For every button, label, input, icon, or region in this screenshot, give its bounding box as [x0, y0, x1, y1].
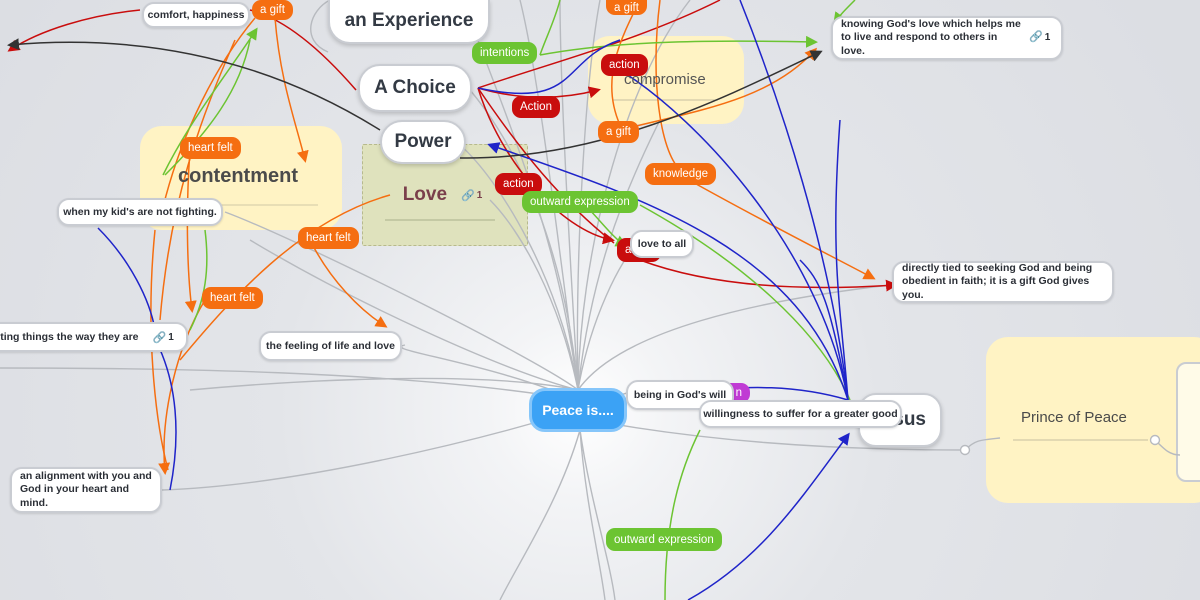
card-alignment[interactable]: an alignment with you and God in your he…: [10, 467, 162, 513]
tag-knowledge[interactable]: knowledge: [645, 163, 716, 185]
card-willingness-to-suffer[interactable]: willingness to suffer for a greater good: [699, 400, 902, 428]
contentment-label[interactable]: contentment: [178, 165, 298, 187]
tag-label: a gift: [606, 126, 631, 138]
knowing-link-badge[interactable]: 🔗1: [1029, 31, 1050, 45]
power-node[interactable]: Power: [380, 120, 466, 164]
tag-heart-felt-2[interactable]: heart felt: [298, 227, 359, 249]
connector-dot: [1149, 434, 1161, 446]
card-kids-not-fighting[interactable]: when my kid's are not fighting.: [57, 198, 223, 226]
tag-label: action: [609, 59, 640, 71]
choice-node[interactable]: A Choice: [358, 64, 472, 112]
choice-label: A Choice: [374, 77, 456, 98]
prince-of-peace-label[interactable]: Prince of Peace: [1021, 409, 1127, 426]
tag-label: a: [625, 244, 632, 256]
power-label: Power: [394, 131, 452, 152]
tag-label: heart felt: [188, 142, 233, 154]
prince-inner-card: [1176, 362, 1200, 482]
tag-label: Action: [520, 101, 552, 113]
link-icon: 🔗: [152, 331, 167, 344]
experience-node[interactable]: an Experience: [328, 0, 490, 44]
love-label: Love: [402, 184, 448, 205]
tag-label: knowledge: [653, 168, 708, 180]
tag-label: heart felt: [210, 292, 255, 304]
tag-label: outward expression: [530, 196, 630, 208]
tag-label: intentions: [480, 47, 530, 59]
card-label: directly tied to seeking God and being o…: [902, 262, 1093, 301]
link-icon: 🔗: [461, 189, 475, 202]
card-comfort-happiness[interactable]: comfort, happiness: [142, 2, 250, 28]
blue-links: [97, 0, 850, 600]
tag-label: n: [735, 387, 742, 399]
card-label: an alignment with you and God in your he…: [20, 470, 152, 509]
tag-label: a gift: [614, 1, 639, 14]
card-feeling-life-love[interactable]: the feeling of life and love: [259, 331, 402, 361]
card-label: willingness to suffer for a greater good: [703, 408, 898, 420]
tag-action-top[interactable]: action: [601, 54, 648, 76]
knowing-link-count: 1: [1044, 31, 1051, 43]
love-link-count: 1: [476, 189, 483, 201]
tag-heart-felt-3[interactable]: heart felt: [202, 287, 263, 309]
love-link-badge[interactable]: 🔗1: [461, 189, 482, 202]
tag-action-mid[interactable]: Action: [512, 96, 560, 118]
connector-dot: [959, 444, 971, 456]
card-label: being in God's will: [633, 389, 727, 401]
compromise-label[interactable]: compromise: [624, 71, 706, 88]
accepting-link-count: 1: [168, 331, 174, 343]
card-being-in-gods-will[interactable]: being in God's will: [626, 380, 734, 410]
love-node[interactable]: Love 🔗1: [385, 180, 500, 210]
tag-heart-felt-1[interactable]: heart felt: [180, 137, 241, 159]
experience-label: an Experience: [344, 10, 474, 31]
tag-intentions[interactable]: intentions: [472, 42, 538, 64]
card-knowing-gods-love[interactable]: knowing God's love which helps me to liv…: [831, 16, 1063, 60]
green-links: [162, 0, 856, 600]
card-love-to-all[interactable]: love to all: [630, 230, 694, 258]
card-label: when my kid's are not fighting.: [63, 206, 217, 218]
tag-gift-top-left[interactable]: a gift: [252, 0, 293, 20]
card-label: knowing God's love which helps me to liv…: [841, 18, 1021, 57]
tag-label: action: [503, 178, 534, 190]
card-label: comfort, happiness: [147, 9, 245, 21]
card-accepting-things[interactable]: ting things the way they are 🔗1: [0, 322, 188, 352]
card-label: ting things the way they are: [0, 331, 139, 343]
tag-outward-expression-1[interactable]: outward expression: [522, 191, 638, 213]
tag-gift-top-right[interactable]: a gift: [606, 0, 647, 15]
tag-gift-mid[interactable]: a gift: [598, 121, 639, 143]
accepting-link-badge[interactable]: 🔗1: [153, 331, 174, 344]
card-label: love to all: [637, 238, 687, 250]
tag-label: heart felt: [306, 232, 351, 244]
central-label: Peace is....: [542, 402, 614, 418]
card-directly-tied[interactable]: directly tied to seeking God and being o…: [892, 261, 1114, 303]
tag-action-love[interactable]: action: [495, 173, 542, 195]
tag-outward-expression-2[interactable]: outward expression: [606, 528, 722, 551]
link-icon: 🔗: [1029, 31, 1043, 44]
prince-zone: [986, 337, 1200, 503]
tag-label: a gift: [260, 4, 285, 16]
central-topic[interactable]: Peace is....: [529, 388, 627, 432]
tag-label: outward expression: [614, 533, 714, 546]
black-links: [7, 38, 823, 159]
card-label: the feeling of life and love: [266, 340, 395, 352]
